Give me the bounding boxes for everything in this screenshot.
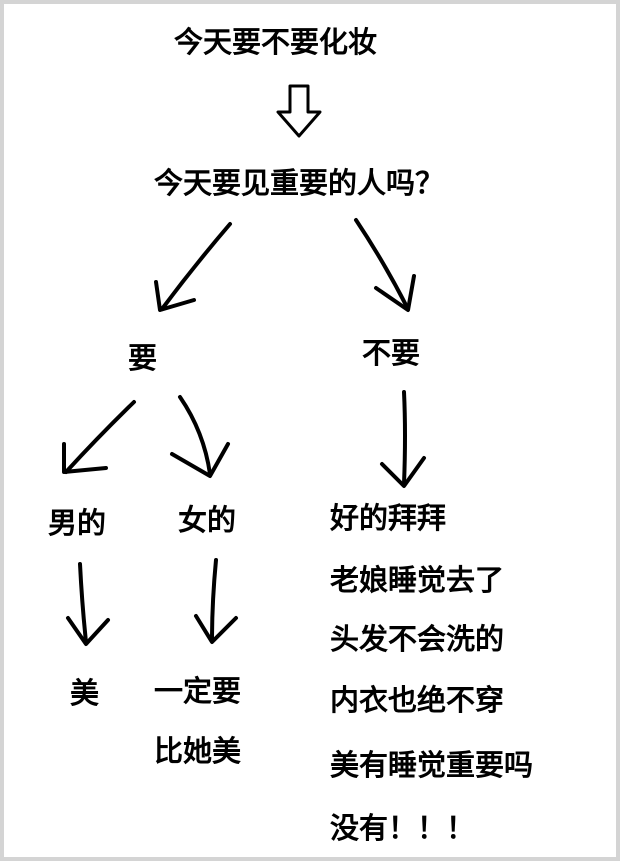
female-result-line: 一定要: [154, 674, 242, 708]
arrow-female-down: [194, 558, 238, 644]
no-result-line: 好的拜拜: [330, 501, 447, 535]
arrow-to-yes: [154, 222, 232, 312]
arrow-male-down: [66, 562, 110, 646]
male-label: 男的: [48, 506, 107, 540]
arrows: [62, 84, 426, 646]
arrow-to-female: [170, 395, 230, 478]
no-result-line: 美有睡觉重要吗: [330, 748, 534, 782]
title: 今天要不要化妆: [174, 25, 378, 59]
hollow-down-arrow: [276, 84, 322, 138]
yes-label: 要: [128, 341, 158, 375]
female-label: 女的: [178, 503, 237, 537]
no-result-line: 内衣也绝不穿: [330, 683, 505, 717]
male-result: 美: [70, 676, 100, 710]
female-result-line: 比她美: [154, 734, 242, 768]
arrow-to-no: [354, 218, 416, 312]
question: 今天要见重要的人吗？: [154, 166, 445, 200]
no-result-line: 头发不会洗的: [330, 622, 505, 656]
no-result-line: 没有！！！: [330, 811, 476, 845]
arrow-to-male: [62, 400, 136, 474]
no-result-line: 老娘睡觉去了: [330, 563, 505, 597]
no-label: 不要: [362, 336, 421, 370]
arrow-no-down: [380, 390, 426, 488]
